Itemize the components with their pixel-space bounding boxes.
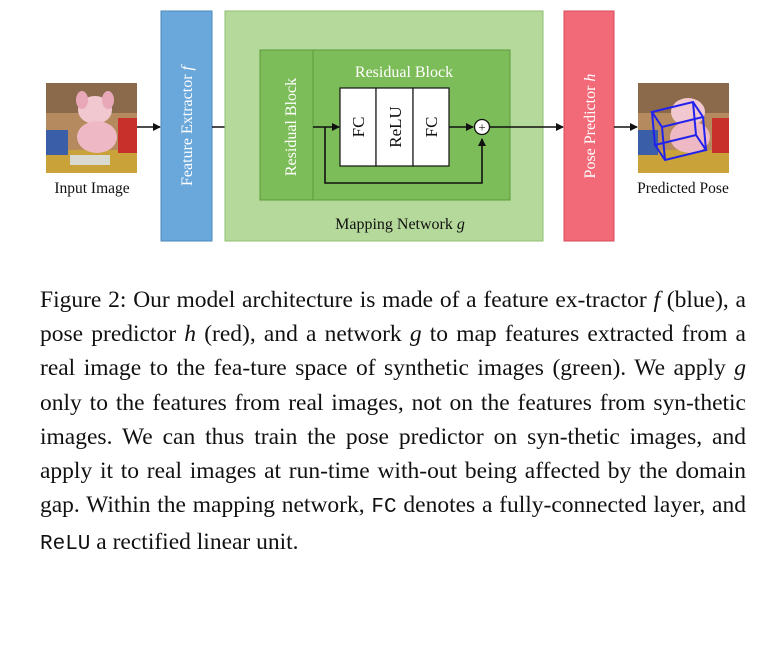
residual-block-inner-label: Residual Block bbox=[355, 64, 453, 81]
layer-fc-1-label: FC bbox=[349, 117, 368, 138]
feature-extractor-symbol: f bbox=[179, 63, 196, 70]
mapping-network-label: Mapping Network bbox=[335, 216, 453, 233]
layer-fc-2-label: FC bbox=[422, 117, 441, 138]
input-image-label: Input Image bbox=[54, 180, 129, 197]
pose-predictor-symbol: h bbox=[582, 74, 599, 82]
caption-symbol-g1: g bbox=[409, 321, 422, 348]
caption-part4: to map features extracted from a real im… bbox=[40, 321, 746, 382]
architecture-diagram: Input Image Feature Extractor f Mapping … bbox=[46, 10, 729, 242]
caption-part7: a rectified linear unit. bbox=[90, 529, 299, 556]
residual-block-outer-label: Residual Block bbox=[283, 78, 300, 176]
predicted-pose-image bbox=[638, 83, 729, 173]
caption-symbol-g2: g bbox=[734, 355, 746, 382]
sum-symbol: + bbox=[478, 120, 485, 135]
caption-part5: only to the features from real images, n… bbox=[40, 389, 746, 519]
layer-fc-1 bbox=[339, 87, 377, 167]
feature-extractor-text: Feature Extractor f bbox=[179, 63, 196, 186]
feature-extractor-label: Feature Extractor bbox=[179, 74, 196, 186]
layer-relu-label: ReLU bbox=[386, 106, 405, 148]
sum-node bbox=[473, 118, 491, 136]
pose-predictor-text: Pose Predictor h bbox=[582, 74, 599, 179]
mapping-network-text: Mapping Network g bbox=[335, 216, 465, 233]
input-image bbox=[46, 83, 137, 173]
pose-cube-icon bbox=[650, 100, 708, 162]
caption-fc: FC bbox=[371, 496, 397, 520]
pose-predictor-block bbox=[563, 10, 615, 242]
caption-part3: (red), and a network bbox=[196, 321, 410, 348]
caption-relu: ReLU bbox=[40, 533, 91, 557]
figure-caption: Figure 2: Our model architecture is made… bbox=[40, 283, 746, 563]
caption-symbol-h: h bbox=[184, 321, 197, 348]
mapping-network-symbol: g bbox=[457, 216, 465, 233]
predicted-pose-label: Predicted Pose bbox=[637, 180, 729, 197]
skip-connection bbox=[324, 127, 486, 184]
caption-symbol-f: f bbox=[653, 287, 661, 313]
caption-part6: denotes a fully-connected layer, and bbox=[396, 492, 746, 519]
pose-predictor-label: Pose Predictor bbox=[582, 85, 599, 179]
caption-part1: Figure 2: Our model architecture is made… bbox=[40, 287, 654, 313]
caption-part2: (blue), a pose predictor bbox=[40, 287, 746, 348]
feature-extractor-block bbox=[160, 10, 213, 242]
